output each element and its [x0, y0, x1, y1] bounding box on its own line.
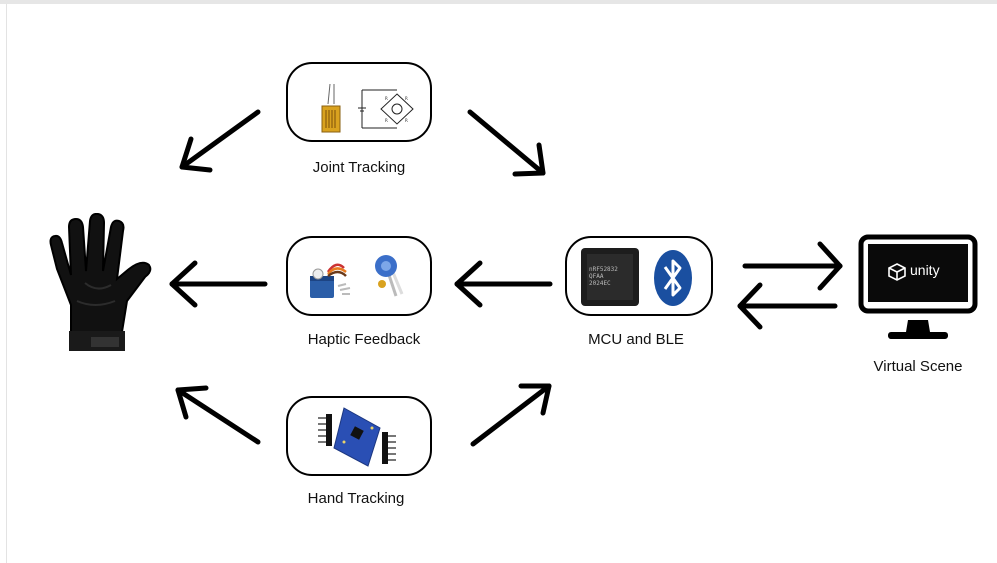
mcu-ble-label: MCU and BLE [588, 331, 684, 348]
arrow-scene-to-mcu [737, 282, 838, 330]
bridge-circuit-icon [358, 89, 414, 129]
bluetooth-icon [654, 250, 692, 306]
chip-text-line-2: QFAA [589, 273, 604, 280]
glove-icon [49, 213, 152, 351]
monitor-icon [858, 234, 978, 339]
arrow-hand-to-glove [175, 385, 261, 445]
joint-tracking-node: R R R R [286, 62, 432, 142]
frame-left-border [6, 4, 7, 563]
hand-tracking-node [286, 396, 432, 476]
frame-top-border [0, 0, 997, 4]
chip-text: nRF52832 QFAA 2024EC [589, 266, 618, 287]
unity-logo-icon [888, 263, 906, 281]
svg-text:R: R [405, 96, 408, 101]
arrow-haptic-to-glove [169, 260, 268, 308]
arrow-hand-to-mcu [470, 383, 552, 447]
haptic-feedback-node [286, 236, 432, 316]
hand-tracking-label: Hand Tracking [307, 490, 405, 507]
imu-board-icon [318, 407, 396, 467]
arrow-joint-to-mcu [467, 109, 546, 177]
unity-logo-text: unity [910, 262, 940, 278]
chip-text-line-3: 2024EC [589, 280, 611, 287]
svg-text:R: R [385, 96, 388, 101]
arrow-mcu-to-haptic [454, 260, 553, 308]
strain-gauge-icon: R R R R [321, 83, 414, 133]
svg-text:R: R [385, 118, 388, 123]
arrow-joint-to-glove [179, 109, 261, 173]
mcu-ble-node: nRF52832 QFAA 2024EC [565, 236, 713, 316]
svg-text:R: R [405, 118, 408, 123]
arrow-mcu-to-scene [742, 241, 843, 291]
servo-motor-icon [310, 255, 404, 298]
mcu-chip-icon [581, 248, 639, 306]
vibration-motor-icon [375, 255, 404, 297]
chip-text-line-1: nRF52832 [589, 266, 618, 273]
virtual-scene-label: Virtual Scene [873, 358, 963, 375]
haptic-feedback-label: Haptic Feedback [307, 331, 421, 348]
joint-tracking-label: Joint Tracking [312, 159, 406, 176]
